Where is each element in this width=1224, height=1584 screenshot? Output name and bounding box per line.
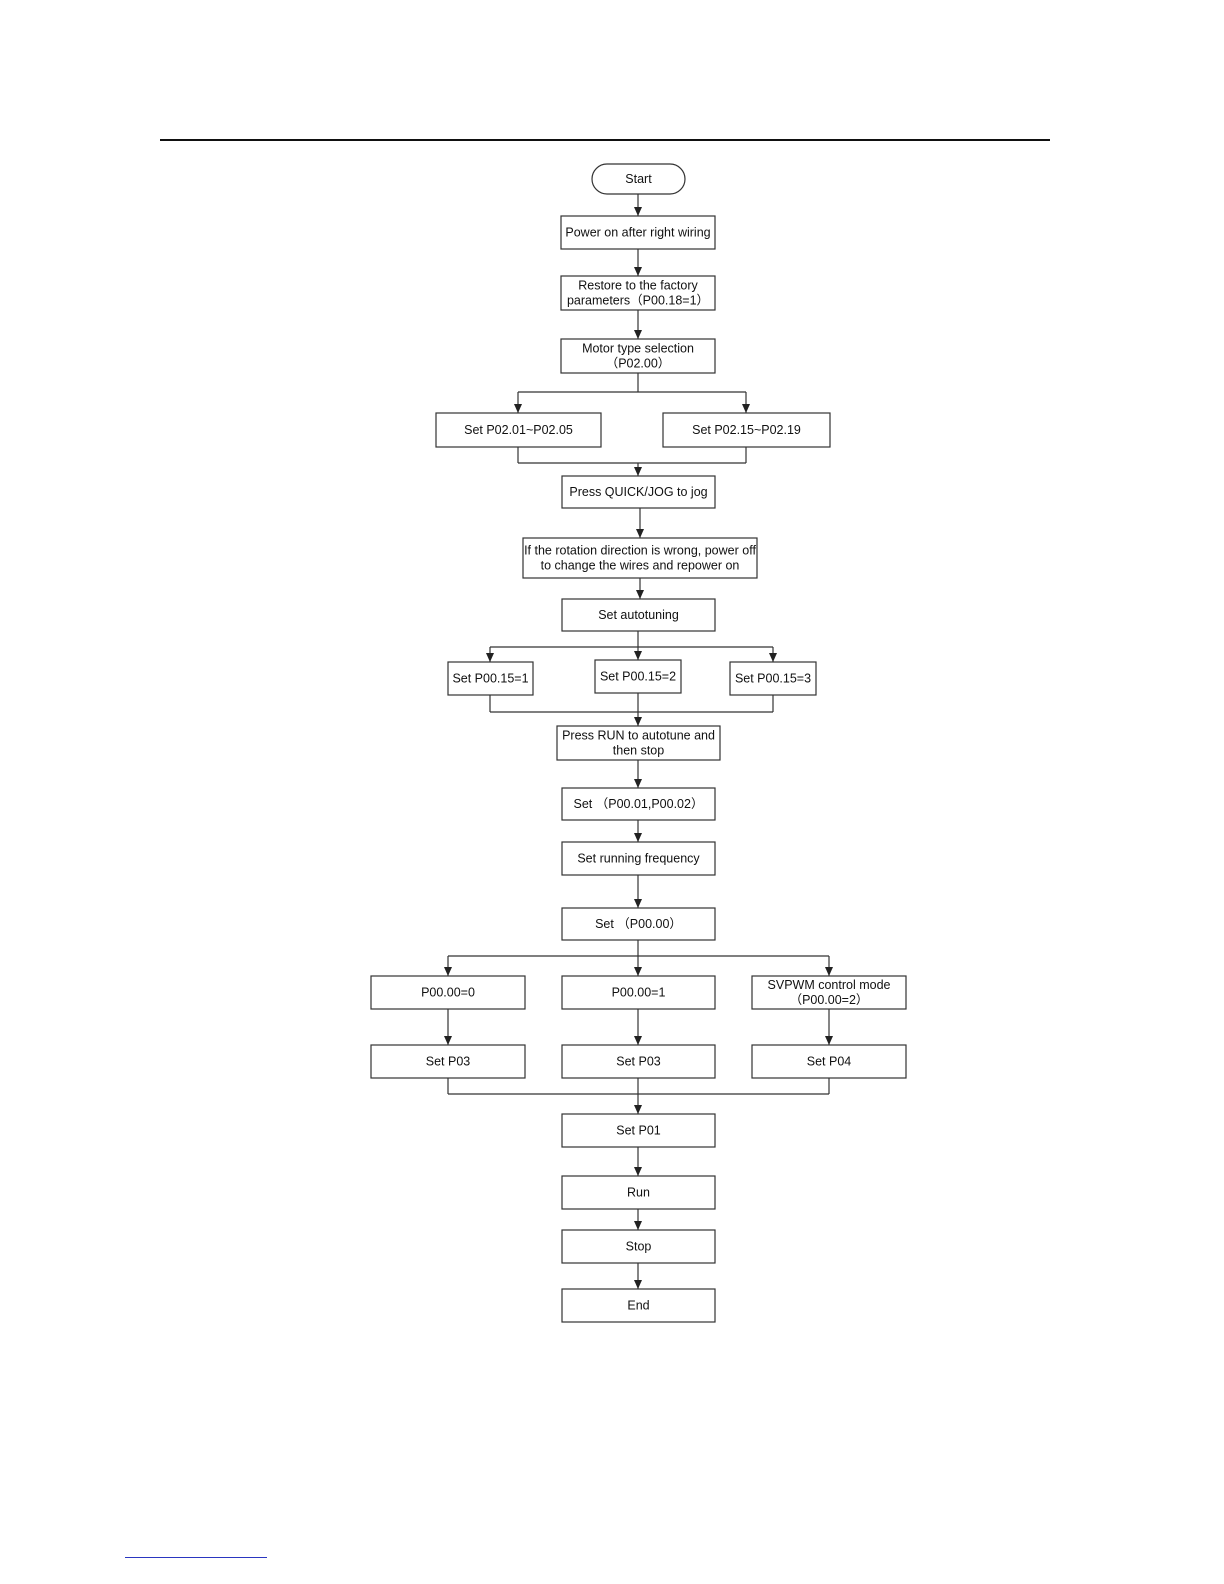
flow-node-motor: Motor type selection（P02.00）: [560, 338, 716, 374]
flow-node-box: [370, 1044, 526, 1079]
flow-node-box: [560, 338, 716, 374]
flow-node-m1: P00.00=1: [561, 975, 716, 1010]
flow-node-p01: Set P01: [561, 1113, 716, 1148]
flow-node-box: [522, 537, 758, 579]
connector-lines: [444, 194, 833, 1289]
flow-node-label: parameters（P00.18=1）: [567, 294, 709, 308]
flow-node-m0: P00.00=0: [370, 975, 526, 1010]
flow-node-label: Start: [625, 172, 652, 186]
flow-node-label: If the rotation direction is wrong, powe…: [524, 544, 756, 558]
flow-node-box: [729, 661, 817, 696]
flow-node-label: Motor type selection: [582, 342, 694, 356]
flow-node-setB: Set P02.15~P02.19: [662, 412, 831, 448]
flow-node-box: [591, 163, 686, 195]
flow-node-box: [561, 1288, 716, 1323]
flow-node-label: Set P03: [426, 1055, 471, 1069]
flow-node-m2: SVPWM control mode（P00.00=2）: [751, 975, 907, 1010]
flow-node-box: [561, 1044, 716, 1079]
flow-node-p04: Set P04: [751, 1044, 907, 1079]
flow-node-stop: Stop: [561, 1229, 716, 1264]
flow-node-label: Stop: [626, 1240, 652, 1254]
flow-node-label: Set P04: [807, 1055, 852, 1069]
flow-node-box: [435, 412, 602, 448]
flow-node-t1: Set P00.15=1: [447, 661, 534, 696]
flow-node-label: P00.00=0: [421, 986, 475, 1000]
flow-node-end: End: [561, 1288, 716, 1323]
flow-node-box: [561, 1113, 716, 1148]
flow-node-label: Press QUICK/JOG to jog: [569, 485, 707, 499]
flow-node-label: （P02.00）: [606, 357, 671, 371]
flow-node-run: Run: [561, 1175, 716, 1210]
flow-node-box: [447, 661, 534, 696]
flow-node-label: Set P02.15~P02.19: [692, 423, 801, 437]
flow-node-start: Start: [591, 163, 686, 195]
flow-node-label: Power on after right wiring: [565, 226, 710, 240]
flow-node-label: End: [627, 1299, 649, 1313]
flow-node-box: [751, 975, 907, 1010]
flow-node-box: [370, 975, 526, 1010]
footer-link-rule: [125, 1557, 267, 1558]
flow-node-label: Run: [627, 1186, 650, 1200]
flow-node-label: Set P00.15=3: [735, 672, 811, 686]
header-rule: [160, 139, 1050, 141]
flow-node-jog: Press QUICK/JOG to jog: [561, 475, 716, 509]
flow-node-box: [561, 1229, 716, 1264]
flow-node-box: [560, 215, 716, 250]
flow-node-label: P00.00=1: [612, 986, 666, 1000]
flow-node-box: [561, 598, 716, 632]
flow-node-set00: Set （P00.00）: [561, 907, 716, 941]
flow-node-box: [561, 475, 716, 509]
flow-node-box: [556, 725, 721, 761]
flow-node-t3: Set P00.15=3: [729, 661, 817, 696]
flow-node-box: [561, 841, 716, 876]
flow-node-box: [594, 659, 682, 694]
flow-node-box: [561, 975, 716, 1010]
flow-node-label: Set P03: [616, 1055, 661, 1069]
flow-node-set0102: Set （P00.01,P00.02）: [561, 787, 716, 821]
flow-node-label: （P00.00=2）: [790, 993, 869, 1007]
flow-node-rot: If the rotation direction is wrong, powe…: [522, 537, 758, 579]
flow-node-label: Press RUN to autotune and: [562, 729, 715, 743]
flow-node-label: Set P01: [616, 1124, 661, 1138]
flow-node-box: [561, 787, 716, 821]
flow-node-label: Restore to the factory: [578, 279, 698, 293]
flow-node-box: [751, 1044, 907, 1079]
flow-node-p03a: Set P03: [370, 1044, 526, 1079]
flow-node-power: Power on after right wiring: [560, 215, 716, 250]
flow-node-box: [561, 1175, 716, 1210]
flow-node-label: Set （P00.01,P00.02）: [574, 797, 704, 811]
flow-node-label: Set P00.15=1: [452, 672, 528, 686]
flow-node-label: Set （P00.00）: [595, 917, 682, 931]
flow-node-label: then stop: [613, 744, 664, 758]
flow-node-label: Set running frequency: [577, 852, 700, 866]
flow-node-setA: Set P02.01~P02.05: [435, 412, 602, 448]
flow-node-label: SVPWM control mode: [768, 978, 891, 992]
flow-node-label: Set P02.01~P02.05: [464, 423, 573, 437]
flow-node-box: [560, 275, 716, 311]
flow-node-label: Set P00.15=2: [600, 670, 676, 684]
flow-node-p03b: Set P03: [561, 1044, 716, 1079]
flow-node-restore: Restore to the factoryparameters（P00.18=…: [560, 275, 716, 311]
flow-node-freq: Set running frequency: [561, 841, 716, 876]
flow-node-label: Set autotuning: [598, 608, 679, 622]
flow-node-auto: Set autotuning: [561, 598, 716, 632]
flow-node-box: [561, 907, 716, 941]
flow-node-t2: Set P00.15=2: [594, 659, 682, 694]
flow-node-box: [662, 412, 831, 448]
flow-node-label: to change the wires and repower on: [541, 559, 740, 573]
